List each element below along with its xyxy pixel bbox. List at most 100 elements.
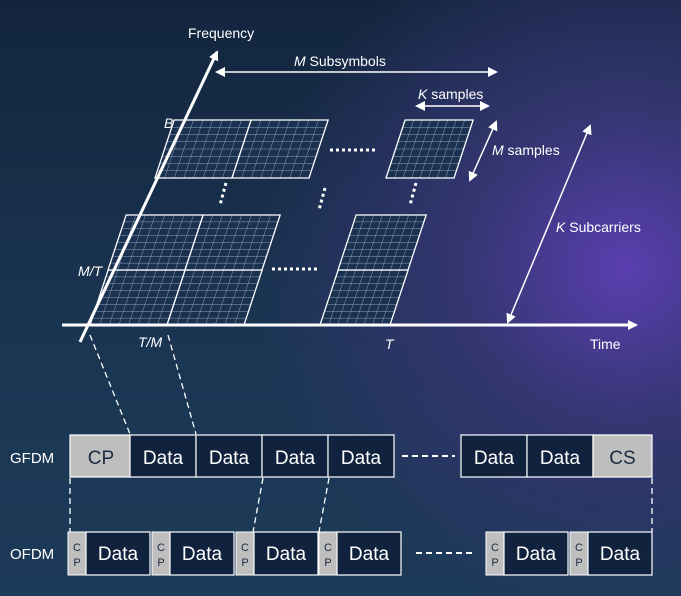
gfdm-block-rect <box>195 434 263 478</box>
grid-line <box>147 269 167 326</box>
ofdm-data-rect <box>85 531 151 576</box>
gfdm-block-rect <box>129 434 197 478</box>
ofdm-data-rect <box>503 531 569 576</box>
m-samples-arrow <box>468 120 498 182</box>
ellipsis-vert-right <box>408 182 418 206</box>
grid-line <box>252 214 271 271</box>
grid-block-tl-2-border <box>231 119 330 179</box>
grid-block-r-1 <box>319 269 410 326</box>
ofdm-data-rect <box>169 531 235 576</box>
grid-line <box>137 269 157 326</box>
connector-cp-end <box>167 334 197 435</box>
gfdm-block-5: Data <box>460 434 528 478</box>
k-samples-var: K <box>418 86 428 102</box>
frequency-axis <box>78 50 219 343</box>
ellipsis-vert-left <box>218 182 228 206</box>
grid-line <box>175 214 194 271</box>
ofdm-cp-top: C <box>491 542 499 554</box>
ofdm-data-label: Data <box>182 544 223 565</box>
ofdm-cp-top: C <box>575 542 583 554</box>
grid-line <box>390 214 409 271</box>
gfdm-block-0: CP <box>69 434 133 478</box>
gfdm-block-rect <box>261 434 329 478</box>
grid-line <box>270 119 290 179</box>
grid-line <box>205 269 224 326</box>
grid-block-r-2 <box>337 214 428 271</box>
m-subsymbols-text: Subsymbols <box>306 53 386 69</box>
ofdm-data-label: Data <box>266 544 307 565</box>
gfdm-block-rect <box>327 434 395 478</box>
t-over-m-label: T/M <box>138 334 162 350</box>
ellipsis-vert-center <box>317 187 327 211</box>
grid-block-bl-1 <box>89 269 187 326</box>
grid-line <box>289 119 310 179</box>
ofdm-cp-bottom: P <box>157 557 164 569</box>
gfdm-block-label: Data <box>341 448 382 469</box>
grid-line <box>399 214 418 271</box>
grid-line <box>223 214 242 271</box>
ofdm-cp-bottom: P <box>575 557 582 569</box>
connector-data-3 <box>318 477 330 533</box>
ofdm-data-label: Data <box>600 544 641 565</box>
gfdm-row-label: GFDM <box>10 450 54 467</box>
grid-line <box>372 269 391 326</box>
grid-line <box>165 214 185 271</box>
grid-line <box>381 214 401 271</box>
ofdm-cp-top: C <box>324 542 332 554</box>
gfdm-frame: CP Data Data Data Data Data Data CS <box>69 434 653 478</box>
b-label: B <box>164 115 173 131</box>
ofdm-symbol-5: CP Data <box>569 531 653 576</box>
gfdm-block-rect <box>592 434 653 478</box>
gfdm-block-3: Data <box>261 434 329 478</box>
gfdm-block-rect <box>69 434 133 478</box>
grid-line <box>299 119 319 179</box>
frequency-label: Frequency <box>188 25 254 41</box>
k-subcarriers-text: Subcarriers <box>565 219 640 235</box>
grid-to-gfdm-connectors <box>89 334 197 435</box>
grid-line <box>242 214 262 271</box>
grid-line <box>155 214 175 271</box>
t-label: T <box>385 336 395 352</box>
grid-block-tl-2 <box>231 119 330 179</box>
gfdm-block-label: CP <box>88 448 114 469</box>
gfdm-block-rect <box>526 434 594 478</box>
gfdm-block-1: Data <box>129 434 197 478</box>
gfdm-block-label: CS <box>609 448 635 469</box>
k-subcarriers-var: K <box>556 219 566 235</box>
connector-cp-start <box>89 334 131 435</box>
grid-line <box>445 119 465 179</box>
m-samples-label: M samples <box>492 142 560 158</box>
k-samples-text: samples <box>427 86 483 102</box>
k-subcarriers-label: K Subcarriers <box>556 219 641 235</box>
ofdm-cp-bottom: P <box>73 557 80 569</box>
grid-line <box>193 119 213 179</box>
gfdm-block-label: Data <box>209 448 250 469</box>
m-subsymbols-var: M <box>294 53 306 69</box>
gfdm-block-label: Data <box>143 448 184 469</box>
ofdm-data-label: Data <box>516 544 557 565</box>
gfdm-block-label: Data <box>275 448 316 469</box>
grid-line <box>419 119 440 179</box>
gfdm-block-label: Data <box>540 448 581 469</box>
ofdm-cp-bottom: P <box>241 557 248 569</box>
m-subsymbols-label: M Subsymbols <box>294 53 386 69</box>
gfdm-block-label: Data <box>474 448 515 469</box>
ofdm-cp-top: C <box>73 542 81 554</box>
ofdm-data-rect <box>336 531 402 576</box>
grid-line <box>212 119 233 179</box>
grid-line <box>428 119 448 179</box>
ofdm-symbol-1: CP Data <box>151 531 235 576</box>
grid-line <box>279 119 300 179</box>
grid-block-bl-4-border <box>184 214 282 271</box>
grid-line <box>234 269 253 326</box>
grid-line <box>381 269 400 326</box>
ofdm-data-label: Data <box>98 544 139 565</box>
grid-line <box>363 269 383 326</box>
grid-line <box>224 269 244 326</box>
k-samples-label: K samples <box>418 86 483 102</box>
grid-block-tr-1-border <box>385 119 475 179</box>
ofdm-cp-top: C <box>157 542 165 554</box>
